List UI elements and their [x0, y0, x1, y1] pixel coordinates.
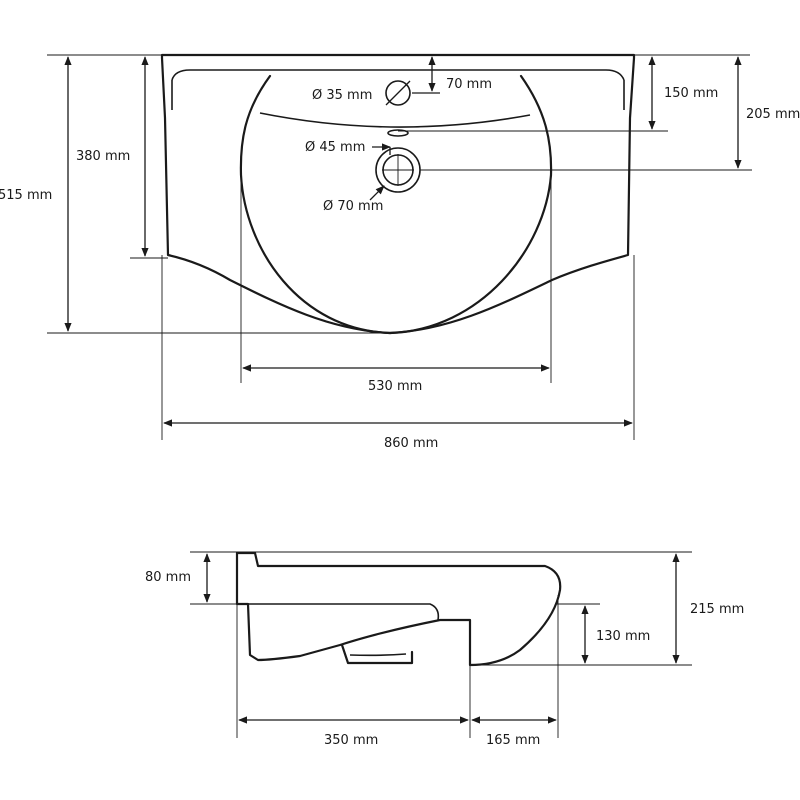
label-back-depth: 350 mm — [324, 733, 378, 748]
basin-outline — [160, 53, 636, 335]
label-front-height: 130 mm — [596, 629, 650, 644]
top-view: 515 mm 380 mm 70 mm 150 mm 205 mm Ø 35 m… — [0, 53, 800, 451]
side-drain — [340, 643, 414, 665]
label-total-width: 860 mm — [384, 436, 438, 451]
label-overflow-offset: 150 mm — [664, 86, 718, 101]
tap-hole — [385, 80, 411, 106]
label-drain-offset: 205 mm — [746, 107, 800, 122]
label-rim-height: 80 mm — [145, 570, 191, 585]
label-tap-diameter: Ø 35 mm — [312, 88, 372, 103]
side-profile — [235, 551, 562, 667]
label-side-depth: 380 mm — [76, 149, 130, 164]
label-bowl-width: 530 mm — [368, 379, 422, 394]
label-total-height: 215 mm — [690, 602, 744, 617]
drain-leader — [369, 185, 385, 201]
label-front-depth: 165 mm — [486, 733, 540, 748]
label-tap-offset: 70 mm — [446, 77, 492, 92]
ledge-curve — [259, 112, 531, 128]
bowl-outline — [239, 74, 553, 335]
label-drain-diameter: Ø 70 mm — [323, 199, 383, 214]
overflow-slot — [387, 129, 409, 137]
side-interior-line — [248, 603, 440, 621]
label-total-depth: 515 mm — [0, 188, 52, 203]
tap-hole-diameter-line — [385, 80, 411, 106]
label-overflow-diameter: Ø 45 mm — [305, 140, 365, 155]
rim-line — [171, 69, 625, 81]
side-view: 80 mm 215 mm 130 mm 350 mm 165 mm — [145, 551, 744, 748]
side-drain-inner — [349, 653, 407, 657]
